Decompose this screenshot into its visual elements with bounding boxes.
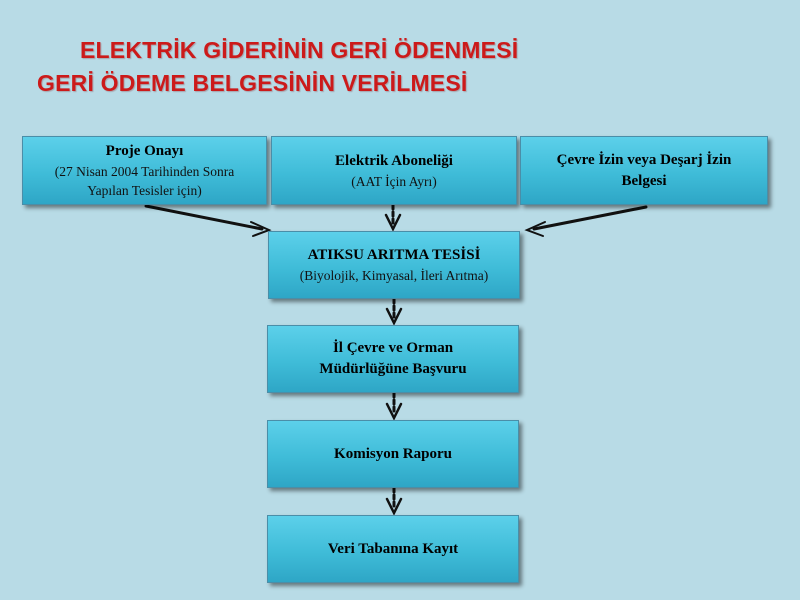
box-veri-tabani-kayit: Veri Tabanına Kayıt [267,515,519,583]
box-atiksu-aritma-title: ATIKSU ARITMA TESİSİ [307,247,481,263]
arrow-atiksu-to-ilcevre [385,297,403,326]
box-elektrik-aboneligi-title: Elektrik Aboneliği [335,152,453,169]
arrow-komisyon-to-veritabani [385,486,403,516]
box-elektrik-aboneligi: Elektrik Aboneliği (AAT İçin Ayrı) [271,136,517,205]
arrow-cevre-to-atiksu-head [524,221,546,237]
box-cevre-izin: Çevre İzin veya Deşarj İzin Belgesi [520,136,768,205]
box-proje-onayi-subtitle: (27 Nisan 2004 Tarihinden Sonra Yapılan … [54,164,235,198]
box-komisyon-raporu: Komisyon Raporu [267,420,519,488]
box-il-cevre-basvuru-title: İl Çevre ve Orman Müdürlüğüne Başvuru [319,340,467,377]
box-elektrik-aboneligi-subtitle: (AAT İçin Ayrı) [351,173,437,189]
arrow-proje-to-atiksu [144,204,264,231]
box-komisyon-raporu-title: Komisyon Raporu [334,445,452,462]
arrow-proje-to-atiksu-head [250,221,272,237]
box-atiksu-aritma-subtitle: (Biyolojik, Kimyasal, İleri Arıtma) [299,268,489,283]
title-line-2: GERİ ÖDEME BELGESİNİN VERİLMESİ [37,70,468,96]
title-line-1: ELEKTRİK GİDERİNİN GERİ ÖDENMESİ [80,37,519,63]
arrow-elektrik-to-atiksu [384,203,402,232]
arrow-cevre-to-atiksu [532,205,648,231]
box-proje-onayi-title: Proje Onayı [105,143,184,159]
arrow-ilcevre-to-komisyon [385,391,403,421]
box-il-cevre-basvuru: İl Çevre ve Orman Müdürlüğüne Başvuru [267,325,519,393]
box-cevre-izin-title: Çevre İzin veya Deşarj İzin Belgesi [556,151,732,189]
box-proje-onayi: Proje Onayı (27 Nisan 2004 Tarihinden So… [22,136,267,205]
box-atiksu-aritma: ATIKSU ARITMA TESİSİ (Biyolojik, Kimyasa… [268,231,520,299]
box-veri-tabani-kayit-title: Veri Tabanına Kayıt [327,540,459,557]
